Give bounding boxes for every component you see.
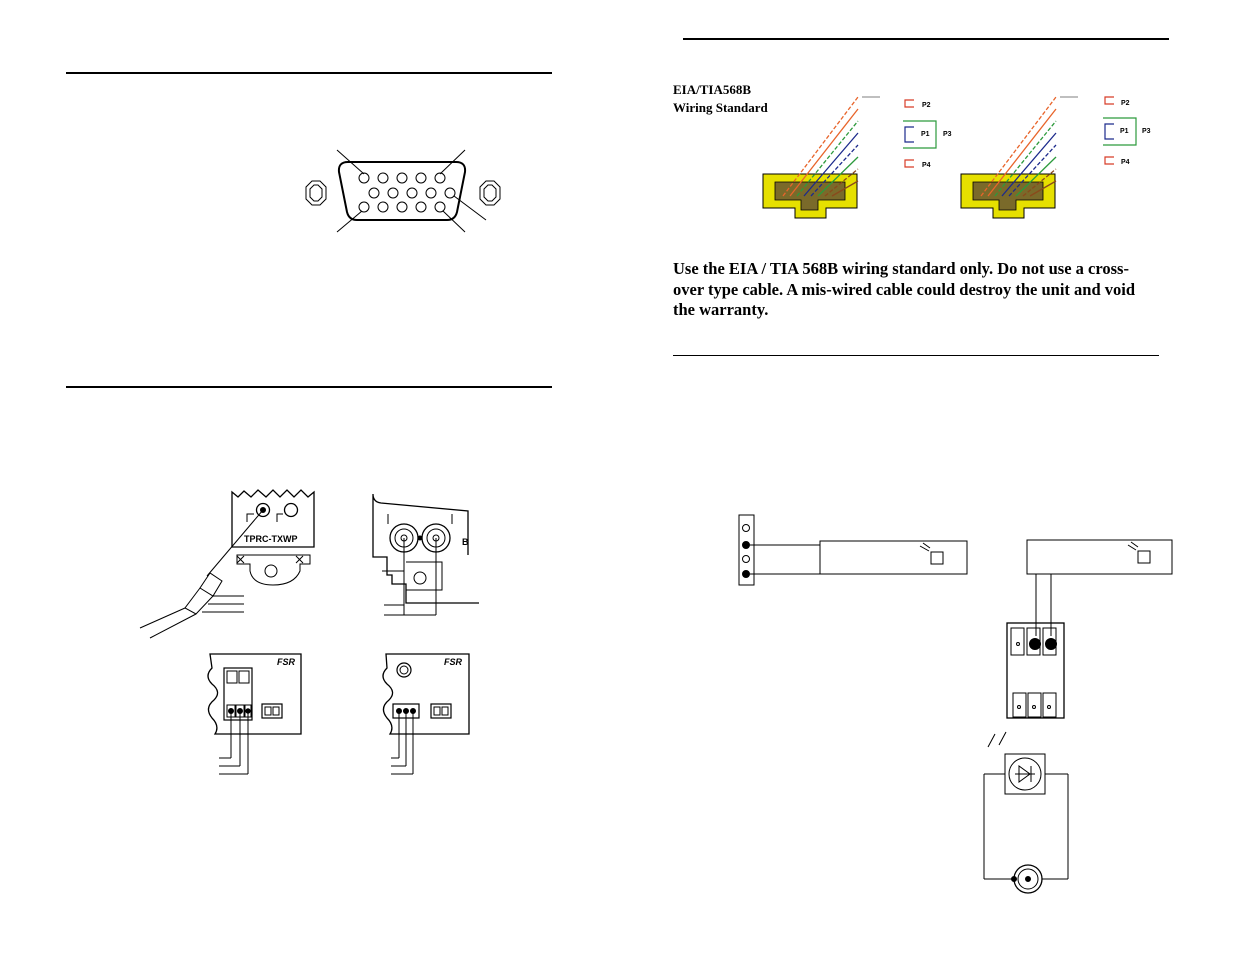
vga-shell — [337, 161, 467, 221]
fsr-module-terminal-right: FSR — [382, 653, 470, 775]
right-mid-rule — [673, 355, 1159, 356]
left-top-rule — [66, 72, 552, 74]
tprc-module-jack: TPRC-TXWP — [139, 489, 315, 639]
wire-6 — [817, 156, 859, 197]
wire-6 — [1015, 156, 1057, 197]
connection-diagram — [738, 514, 1173, 894]
wire-5 — [810, 144, 859, 197]
model-label: TPRC-TXWP — [244, 534, 298, 544]
wire-1 — [980, 96, 1057, 197]
vga-right-screw — [479, 180, 501, 206]
pair-legend-left: P2 P1 P3 P4 — [903, 99, 952, 169]
wiring-warning: Use the EIA / TIA 568B wiring standard o… — [673, 259, 1163, 321]
left-mid-rule — [66, 386, 552, 388]
right-top-rule — [683, 38, 1169, 40]
rj45-wires-left — [782, 96, 859, 197]
vga-pins — [358, 172, 456, 213]
pair-legend-right: P2 P1 P3 P4 — [1103, 96, 1151, 166]
warning-line-1: Use the EIA / TIA 568B wiring standard o… — [673, 259, 1129, 278]
rj45-wires-right — [980, 96, 1057, 197]
pair-label-p1-b: P1 — [1120, 128, 1129, 135]
rj45-connector-right — [960, 96, 1078, 219]
wiring-standard-label: EIA/TIA568B Wiring Standard — [673, 81, 768, 117]
wire-4 — [1001, 132, 1057, 197]
wire-8 — [1029, 180, 1057, 197]
terminal-block-module — [1006, 622, 1065, 719]
fsr-module-terminal-left: FSR — [207, 653, 302, 775]
transmitter-box — [819, 540, 968, 575]
wire-2 — [987, 108, 1057, 197]
terminal-strip — [738, 514, 755, 586]
pair-label-p3: P3 — [943, 131, 952, 138]
pair-label-p2: P2 — [922, 102, 931, 109]
wire-7 — [1022, 168, 1057, 197]
pair-label-p2-b: P2 — [1121, 100, 1130, 107]
wire-7 — [824, 168, 859, 197]
brand-label-b: FSR — [444, 657, 463, 667]
brand-label: FSR — [277, 657, 296, 667]
rj45-connector-left — [762, 96, 880, 219]
pair-label-p1: P1 — [921, 131, 930, 138]
dual-bnc-module: B — [372, 493, 479, 616]
wire-4 — [803, 132, 859, 197]
wire-3 — [796, 120, 859, 197]
vga-left-screw — [305, 180, 327, 206]
wire-1 — [782, 96, 859, 197]
wire-2 — [789, 108, 859, 197]
standard-name: EIA/TIA568B — [673, 82, 752, 97]
vga-connector-diagram — [305, 149, 501, 233]
warning-line-2: over type cable. A mis-wired cable could… — [673, 279, 1136, 299]
pair-label-p4: P4 — [922, 162, 931, 169]
pair-label-p3-b: P3 — [1142, 128, 1151, 135]
wire-3 — [994, 120, 1057, 197]
wire-8 — [831, 180, 859, 197]
standard-subtitle: Wiring Standard — [673, 100, 768, 115]
pair-label-p4-b: P4 — [1121, 159, 1130, 166]
svg-text:B: B — [462, 537, 469, 547]
warning-line-3: the warranty. — [673, 300, 769, 319]
receiver-box — [1026, 539, 1173, 575]
wire-5 — [1008, 144, 1057, 197]
